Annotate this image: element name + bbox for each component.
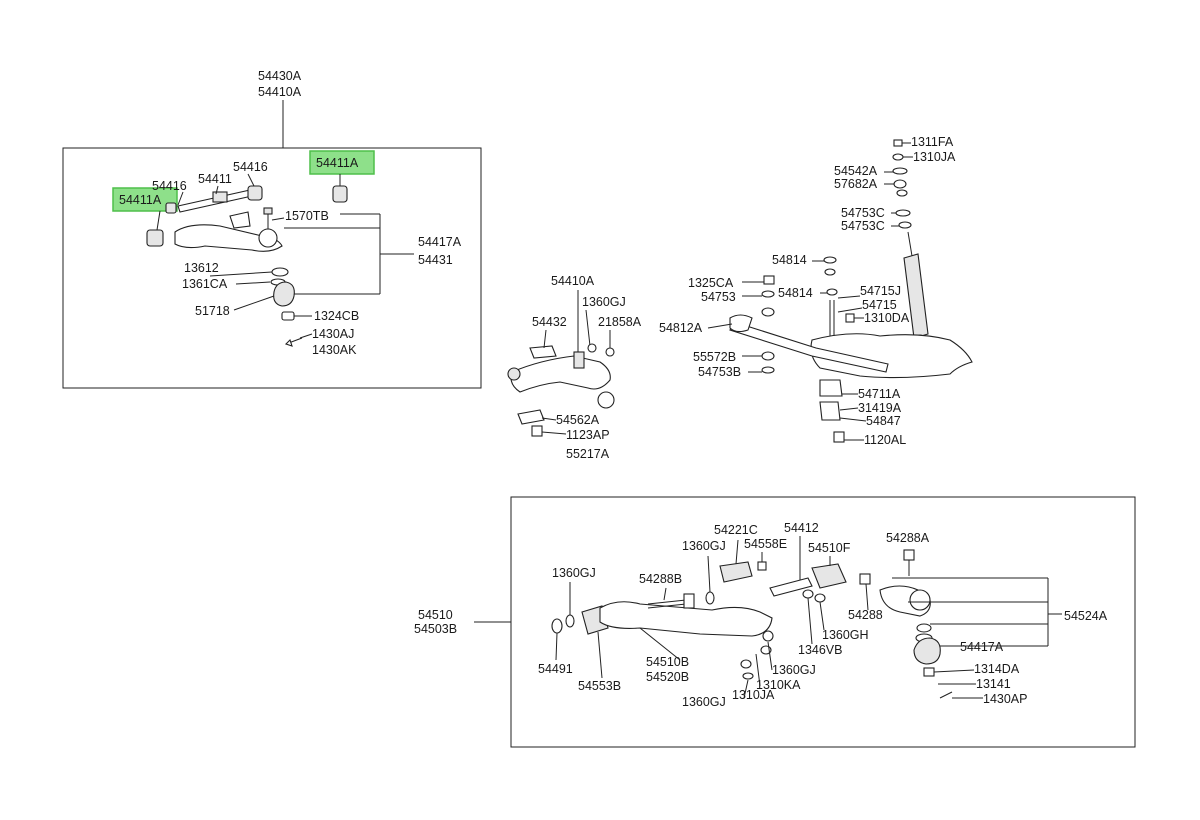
label-1310DA[interactable]: 1310DA xyxy=(864,311,910,325)
label-54847[interactable]: 54847 xyxy=(866,414,901,428)
label-54510B[interactable]: 54510B xyxy=(646,655,689,669)
label-54553B[interactable]: 54553B xyxy=(578,679,621,693)
upper-arm-parts xyxy=(146,173,414,347)
label-1360GJ-b3[interactable]: 1360GJ xyxy=(772,663,816,677)
label-1430AK[interactable]: 1430AK xyxy=(312,343,357,357)
label-54288A[interactable]: 54288A xyxy=(886,531,930,545)
highlight-54411A-left xyxy=(112,187,178,212)
label-21858A[interactable]: 21858A xyxy=(598,315,642,329)
label-1361CA[interactable]: 1361CA xyxy=(182,277,228,291)
label-54417A-bot[interactable]: 54417A xyxy=(960,640,1004,654)
label-1570TB[interactable]: 1570TB xyxy=(285,209,329,223)
label-54417A-top[interactable]: 54417A xyxy=(418,235,462,249)
label-1120AL[interactable]: 1120AL xyxy=(864,433,906,447)
label-54411[interactable]: 54411 xyxy=(198,172,232,186)
label-54410A-mid[interactable]: 54410A xyxy=(551,274,595,288)
label-54812A[interactable]: 54812A xyxy=(659,321,703,335)
label-13141[interactable]: 13141 xyxy=(976,677,1011,691)
label-1360GJ-b1[interactable]: 1360GJ xyxy=(682,539,726,553)
label-1310JA-bot[interactable]: 1310JA xyxy=(732,688,775,702)
label-54558E[interactable]: 54558E xyxy=(744,537,787,551)
label-1311FA[interactable]: 1311FA xyxy=(911,135,954,149)
label-1360GJ-mid[interactable]: 1360GJ xyxy=(582,295,626,309)
label-1360GJ-b2[interactable]: 1360GJ xyxy=(552,566,596,580)
middle-arm-parts xyxy=(507,290,615,437)
label-54814-b[interactable]: 54814 xyxy=(778,286,813,300)
label-54288[interactable]: 54288 xyxy=(848,608,883,622)
label-54432[interactable]: 54432 xyxy=(532,315,567,329)
highlight-54411A-right xyxy=(309,150,375,175)
upper-arm-assembly-frame xyxy=(62,147,482,389)
label-54503B[interactable]: 54503B xyxy=(414,622,457,636)
label-54288B[interactable]: 54288B xyxy=(639,572,682,586)
label-55572B[interactable]: 55572B xyxy=(693,350,736,364)
label-1430AJ[interactable]: 1430AJ xyxy=(312,327,354,341)
label-13612[interactable]: 13612 xyxy=(184,261,219,275)
label-1123AP[interactable]: 1123AP xyxy=(566,428,610,442)
label-1346VB[interactable]: 1346VB xyxy=(798,643,842,657)
label-1314DA[interactable]: 1314DA xyxy=(974,662,1020,676)
label-1324CB[interactable]: 1324CB xyxy=(314,309,359,323)
label-54491[interactable]: 54491 xyxy=(538,662,573,676)
label-54510F[interactable]: 54510F xyxy=(808,541,851,555)
label-54430A[interactable]: 54430A xyxy=(258,69,302,83)
label-54410A-top[interactable]: 54410A xyxy=(258,85,302,99)
label-1360GH[interactable]: 1360GH xyxy=(822,628,869,642)
label-54562A[interactable]: 54562A xyxy=(556,413,600,427)
label-54411A-left[interactable]: 54411A xyxy=(119,193,162,207)
label-54753C-b[interactable]: 54753C xyxy=(841,219,885,233)
stabilizer-shock-parts xyxy=(707,139,973,443)
label-54416-b[interactable]: 54416 xyxy=(152,179,187,193)
lower-arm-parts xyxy=(474,536,1062,699)
label-54416-a[interactable]: 54416 xyxy=(233,160,268,174)
label-54510[interactable]: 54510 xyxy=(418,608,453,622)
label-54221C[interactable]: 54221C xyxy=(714,523,758,537)
label-54711A[interactable]: 54711A xyxy=(858,387,901,401)
label-54431[interactable]: 54431 xyxy=(418,253,453,267)
label-54753[interactable]: 54753 xyxy=(701,290,736,304)
label-31419A[interactable]: 31419A xyxy=(858,401,902,415)
label-54524A[interactable]: 54524A xyxy=(1064,609,1108,623)
label-1360GJ-b4[interactable]: 1360GJ xyxy=(682,695,726,709)
label-54753B[interactable]: 54753B xyxy=(698,365,741,379)
label-1325CA[interactable]: 1325CA xyxy=(688,276,734,290)
label-57682A[interactable]: 57682A xyxy=(834,177,878,191)
label-54814-a[interactable]: 54814 xyxy=(772,253,807,267)
label-1310JA-top[interactable]: 1310JA xyxy=(913,150,956,164)
label-54715J[interactable]: 54715J xyxy=(860,284,901,298)
label-54412[interactable]: 54412 xyxy=(784,521,819,535)
label-54753C-a[interactable]: 54753C xyxy=(841,206,885,220)
label-54520B[interactable]: 54520B xyxy=(646,670,689,684)
label-55217A[interactable]: 55217A xyxy=(566,447,610,461)
label-1430AP[interactable]: 1430AP xyxy=(983,692,1027,706)
label-54411A-right[interactable]: 54411A xyxy=(316,156,359,170)
label-54542A[interactable]: 54542A xyxy=(834,164,878,178)
label-51718[interactable]: 51718 xyxy=(195,304,230,318)
label-1310KA[interactable]: 1310KA xyxy=(756,678,801,692)
label-54715[interactable]: 54715 xyxy=(862,298,897,312)
